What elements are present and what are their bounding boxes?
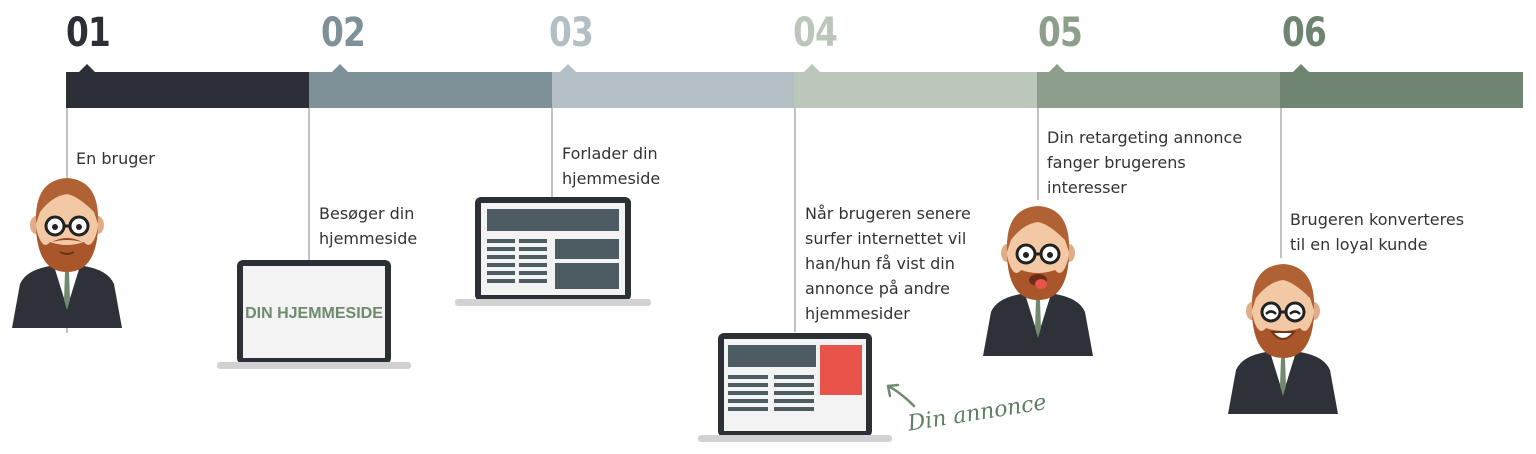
step-label-05: Din retargeting annonce fanger brugerens…: [1047, 128, 1243, 197]
step-number-04: 04: [793, 10, 838, 56]
timeline-notch-03: [559, 64, 577, 73]
connector-line-04: [794, 108, 796, 332]
timeline-segment-03: [552, 72, 794, 108]
timeline-segment-05: [1037, 72, 1280, 108]
person-icon: [12, 178, 122, 328]
step-number-03: 03: [549, 10, 594, 56]
step-number-02: 02: [321, 10, 366, 56]
timeline-segment-01: [66, 72, 309, 108]
laptop-screen-text: DIN HJEMMESIDE: [245, 305, 383, 322]
timeline-notch-05: [1048, 64, 1066, 73]
timeline-segment-06: [1280, 72, 1523, 108]
timeline-segment-04: [794, 72, 1037, 108]
timeline-notch-02: [331, 64, 349, 73]
person-icon: [1228, 264, 1338, 414]
person-icon: [983, 206, 1093, 356]
connector-line-05: [1037, 108, 1039, 200]
connector-line-06: [1280, 108, 1282, 258]
step-label-02: Besøger din hjemmeside: [319, 204, 418, 248]
timeline-notch-06: [1292, 64, 1310, 73]
ad-callout-label: Din annonce: [906, 390, 1049, 437]
step-label-01: En bruger: [76, 149, 155, 168]
step-label-03: Forlader din hjemmeside: [562, 144, 661, 188]
step-number-05: 05: [1038, 10, 1083, 56]
step-label-06: Brugeren konverteres til en loyal kunde: [1290, 210, 1465, 254]
step-number-01: 01: [66, 10, 111, 56]
step-label-04: Når brugeren senere surfer internettet v…: [805, 204, 971, 323]
connector-line-03: [551, 108, 553, 198]
connector-line-02: [308, 108, 310, 260]
step-number-06: 06: [1282, 10, 1327, 56]
arrow-icon: [886, 383, 916, 408]
laptop-icon: [698, 333, 892, 442]
laptop-icon: [455, 197, 651, 306]
timeline-notch-01: [78, 64, 96, 73]
laptop-icon: DIN HJEMMESIDE: [217, 260, 411, 369]
timeline-notch-04: [803, 64, 821, 73]
timeline-segment-02: [309, 72, 552, 108]
